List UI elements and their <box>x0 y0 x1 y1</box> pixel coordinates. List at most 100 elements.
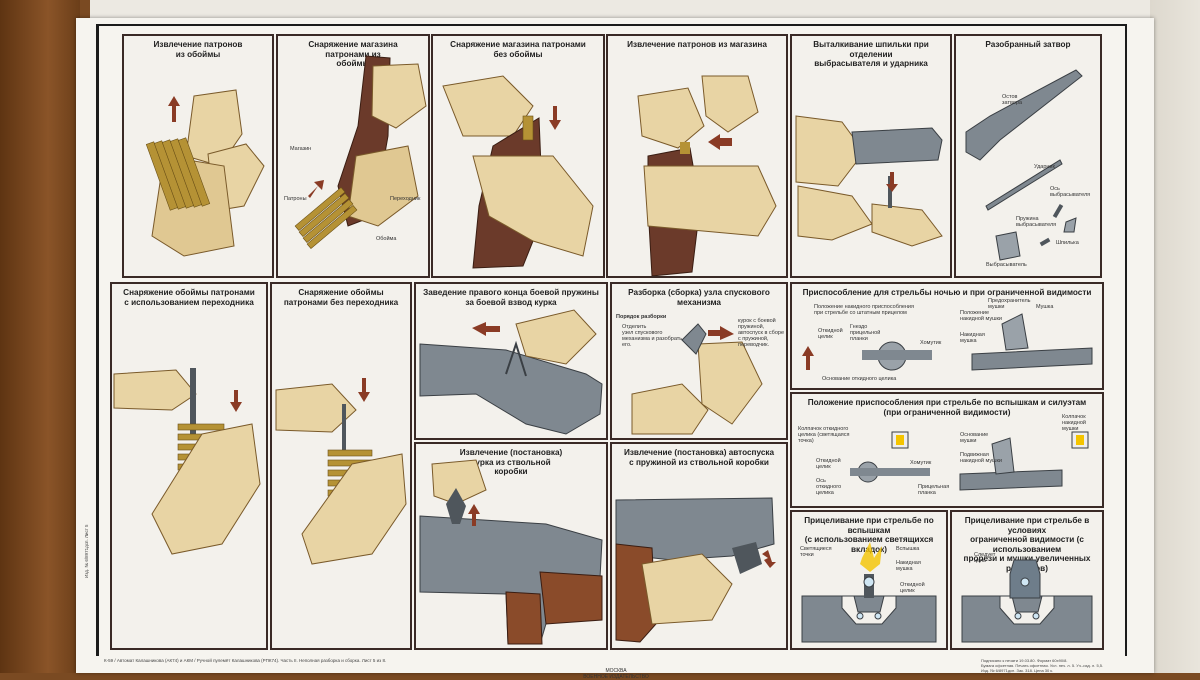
panel-push-pin: Выталкивание шпильки при отделении выбра… <box>790 34 952 278</box>
mainspring-illustration <box>419 309 603 435</box>
label-night-pos: Положение накидного приспособления при с… <box>814 304 914 316</box>
panel-title: Снаряжение обоймы патронами с использова… <box>123 288 255 307</box>
panel-extract-from-mag: Извлечение патронов из магазина <box>606 34 788 278</box>
panel-title: Прицеливание при стрельбе в условиях огр… <box>963 516 1091 573</box>
label-rear-cap: Колпачок откидного целика (светящаяся то… <box>798 426 850 444</box>
label-extractor-axis: Ось выбрасывателя <box>1050 186 1091 198</box>
right-arrow-icon <box>708 326 734 340</box>
label-clip: Обойма <box>376 236 397 242</box>
panel-trigger-assembly: Разборка (сборка) узла спускового механи… <box>610 282 788 440</box>
panel-title: Снаряжение магазина патронами без обоймы <box>450 40 586 59</box>
load-clip-adapter-illustration <box>113 368 261 555</box>
aim-flashes-illustration <box>801 542 937 643</box>
label-rear-base: Основание откидного целика <box>822 376 897 382</box>
label-extractor-spring: Пружина выбрасывателя <box>1016 216 1057 228</box>
load-clip-no-adapter-illustration <box>275 378 407 565</box>
label-rear-open: Откидной целик <box>818 328 843 340</box>
label-front-cap: Колпачок накидной мушки <box>1062 414 1086 432</box>
down-arrow-icon <box>230 390 242 412</box>
panel-load-clip-adapter: Снаряжение обоймы патронами с использова… <box>110 282 268 650</box>
label-rear-sight2: Откидной целик <box>900 582 925 594</box>
label-rear-axis: Ось откидного целика <box>816 478 842 496</box>
side-edition-note: Изд. № 6/8971дсп. Лист 5 <box>84 524 89 578</box>
panel-title: Положение приспособления при стрельбе по… <box>807 398 1087 417</box>
label-night-pos2: Положение накидной мушки <box>960 310 1002 322</box>
up-arrow-icon <box>168 96 180 122</box>
label-pin: Шпилька <box>1056 240 1079 246</box>
poster-sheet: Извлечение патронов из обоймы Снаряжение… <box>76 18 1154 680</box>
panel-title: Извлечение (постановка) автоспуска с пру… <box>623 448 775 467</box>
footer-left-text: К-59 / Автомат Калашникова (АК74) и АКМ … <box>104 658 387 663</box>
label-front-sight2: Накидная мушка <box>896 560 921 572</box>
label-front-sight: Мушка <box>1036 304 1054 310</box>
panel-title: Извлечение патронов из магазина <box>627 40 767 49</box>
panel-disassembled-bolt: Разобранный затвор Остов затвора Ударник… <box>954 34 1102 278</box>
footer-publisher: МОСКВА ВОЕННОЕ ИЗДАТЕЛЬСТВО <box>583 668 649 680</box>
panel-title: Выталкивание шпильки при отделении выбра… <box>813 40 929 68</box>
panel-hammer: Извлечение (постановка) курка из ствольн… <box>414 442 608 650</box>
label-rear-open2: Откидной целик <box>816 458 841 470</box>
panel-aim-flashes: Прицеливание при стрельбе по вспышкам (с… <box>790 510 948 650</box>
panel-flash-silhouette: Положение приспособления при стрельбе по… <box>790 392 1104 508</box>
disassembled-bolt-illustration <box>965 69 1083 261</box>
load-mag-clip-illustration <box>294 55 427 250</box>
panel-auto-sear: Извлечение (постановка) автоспуска с пру… <box>610 442 788 650</box>
label-order-text: Отделить узел спускового механизма и раз… <box>622 324 683 348</box>
label-adapter: Переходник <box>390 196 421 202</box>
panel-night-device: Приспособление для стрельбы ночью и при … <box>790 282 1104 390</box>
panel-load-clip-no-adapter: Снаряжение обоймы патронами без переходн… <box>270 282 412 650</box>
label-cartridges: Патроны <box>284 196 307 202</box>
push-pin-illustration <box>795 115 943 247</box>
down-arrow-icon <box>358 378 370 402</box>
label-bolt-stem: Остов затвора <box>1002 94 1023 106</box>
down-arrow-icon <box>886 172 898 192</box>
auto-sear-illustration <box>615 497 776 643</box>
label-slot2: Следует цель <box>974 552 996 564</box>
up-arrow-icon <box>468 504 480 526</box>
night-device-illustration <box>802 313 1093 371</box>
label-striker: Ударник <box>1034 164 1055 170</box>
label-magazine: Магазин <box>290 146 312 152</box>
label-order-right: курок с боевой пружиной, автоспуск в сбо… <box>738 318 785 348</box>
arrow-icon <box>762 550 776 568</box>
footer-print-info: Подписано к печати 19.03.80. Формат 60х9… <box>981 658 1104 673</box>
paper-behind <box>90 0 1150 22</box>
panel-aim-limited: Прицеливание при стрельбе в условиях огр… <box>950 510 1104 650</box>
label-clamp: Хомутик <box>920 340 942 346</box>
poster-frame <box>96 24 1127 656</box>
panel-extract-from-clip: Извлечение патронов из обоймы <box>122 34 274 278</box>
label-extractor: Выбрасыватель <box>986 262 1027 268</box>
extract-mag-illustration <box>637 75 777 276</box>
label-flash: Вспышка <box>896 546 920 552</box>
panel-load-mag-no-clip: Снаряжение магазина патронами без обоймы <box>431 34 605 278</box>
panel-title: Приспособление для стрельбы ночью и при … <box>802 288 1092 297</box>
panel-title: Снаряжение обоймы патронами без переходн… <box>283 288 399 307</box>
wall-left-background <box>0 0 80 673</box>
left-arrow-icon <box>708 134 732 150</box>
label-slot: Гнездо прицельной планки <box>850 324 881 342</box>
panel-title: Извлечение патронов из обоймы <box>153 40 243 59</box>
panel-title: Извлечение (постановка) курка из ствольн… <box>459 448 563 476</box>
label-front-clamp: Подвижная накидной мушки <box>960 452 1002 464</box>
label-order: Порядок разборки <box>616 314 667 320</box>
hammer-illustration <box>419 459 603 645</box>
flash-silhouette-illustration <box>850 431 1089 491</box>
panel-title: Разобранный затвор <box>985 40 1071 49</box>
up-arrow-icon <box>802 346 814 370</box>
aim-limited-illustration <box>961 559 1093 643</box>
label-front-hinge: Предохранитель мушки <box>988 298 1031 310</box>
panel-title: Разборка (сборка) узла спускового механи… <box>628 288 770 307</box>
label-sight-block: Прицельная планка <box>918 484 950 496</box>
down-arrow-icon <box>549 106 561 130</box>
label-clamp2: Хомутик <box>910 460 932 466</box>
label-bright-dots: Светящиеся точки <box>800 546 832 558</box>
panel-load-mag-from-clip: Снаряжение магазина патронами из обоймы … <box>276 34 430 278</box>
label-front-base2: Основание мушки <box>960 432 989 444</box>
panel-title: Заведение правого конца боевой пружины з… <box>423 288 599 307</box>
panel-mainspring: Заведение правого конца боевой пружины з… <box>414 282 608 440</box>
clip-extraction-illustration <box>145 89 265 257</box>
load-mag-no-clip-illustration <box>442 75 594 269</box>
trigger-assembly-illustration <box>631 323 763 435</box>
arrow-icon <box>308 180 324 198</box>
left-arrow-icon <box>472 322 500 336</box>
